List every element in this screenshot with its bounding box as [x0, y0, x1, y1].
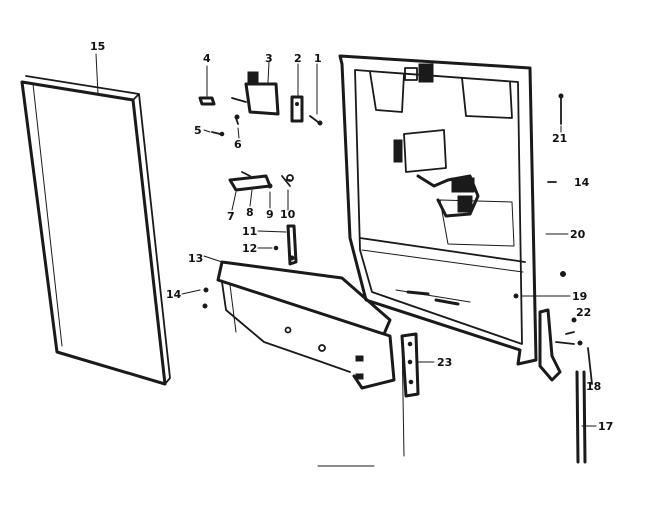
- callout-12: 12: [242, 242, 257, 255]
- callout-4: 4: [203, 52, 211, 65]
- callout-1: 1: [314, 52, 322, 65]
- callout-2: 2: [294, 52, 302, 65]
- inner-door-frame: [338, 54, 538, 366]
- callout-10: 10: [280, 208, 296, 221]
- hinge-block-3: [231, 71, 280, 116]
- callout-3: 3: [265, 52, 273, 65]
- callout-9: 9: [266, 208, 274, 221]
- screw-5: [211, 131, 225, 137]
- callout-20: 20: [570, 228, 586, 241]
- callout-22: 22: [576, 306, 591, 319]
- side-hinge-arm: [538, 308, 593, 385]
- callout-6: 6: [234, 138, 242, 151]
- callout-23: 23: [437, 356, 452, 369]
- callout-19: 19: [572, 290, 587, 303]
- callout-13: 13: [188, 252, 203, 265]
- latch-parts-7-10: [228, 171, 294, 192]
- callout-11: 11: [242, 225, 257, 238]
- callout-17: 17: [598, 420, 613, 433]
- strike-plate-11-12: [273, 224, 298, 266]
- fasteners: [202, 93, 566, 309]
- screw-6: [234, 114, 240, 125]
- callout-labels: 15 4 3 2 1 5 6 7 8 9 10 11 12 13 14 21 1…: [90, 40, 613, 433]
- callout-14-right: 14: [574, 176, 590, 189]
- callout-8: 8: [246, 206, 254, 219]
- bracket-23: [400, 332, 420, 398]
- callout-7: 7: [227, 210, 235, 223]
- screw-1: [309, 115, 323, 126]
- outer-door-panel: [20, 75, 171, 386]
- block-4: [198, 96, 216, 106]
- callout-21: 21: [552, 132, 567, 145]
- lower-console: [216, 260, 396, 390]
- callout-5: 5: [194, 124, 202, 137]
- frame-latch-assembly: [393, 129, 480, 218]
- callout-18: 18: [586, 380, 601, 393]
- callout-14-left: 14: [166, 288, 182, 301]
- rod-17: [575, 370, 587, 464]
- leader-lines: [95, 53, 597, 467]
- bracket-2: [290, 95, 304, 123]
- callout-15: 15: [90, 40, 105, 53]
